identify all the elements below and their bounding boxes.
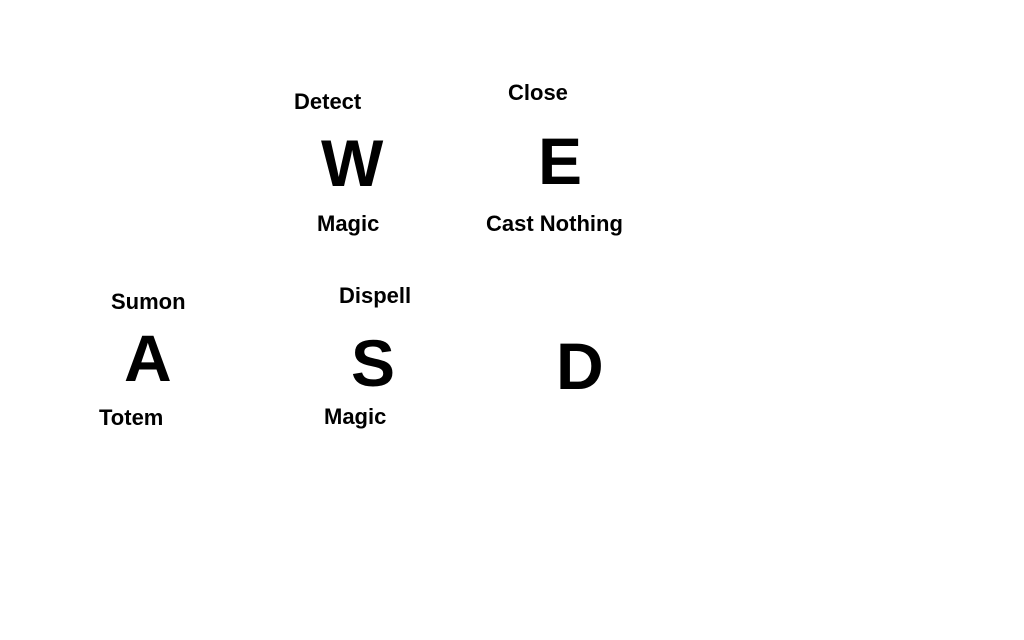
key-d: D	[556, 329, 604, 403]
e-bottom-label: Cast Nothing	[486, 211, 623, 236]
a-bottom-label: Totem	[99, 405, 164, 430]
key-e: E	[538, 124, 583, 198]
key-s: S	[351, 326, 396, 400]
s-bottom-label: Magic	[324, 404, 387, 429]
w-top-label: Detect	[294, 89, 362, 114]
e-top-label: Close	[508, 80, 568, 105]
key-w: W	[321, 126, 384, 200]
w-bottom-label: Magic	[317, 211, 380, 236]
key-a: A	[124, 321, 172, 395]
a-top-label: Sumon	[111, 289, 186, 314]
s-top-label: Dispell	[339, 283, 412, 308]
